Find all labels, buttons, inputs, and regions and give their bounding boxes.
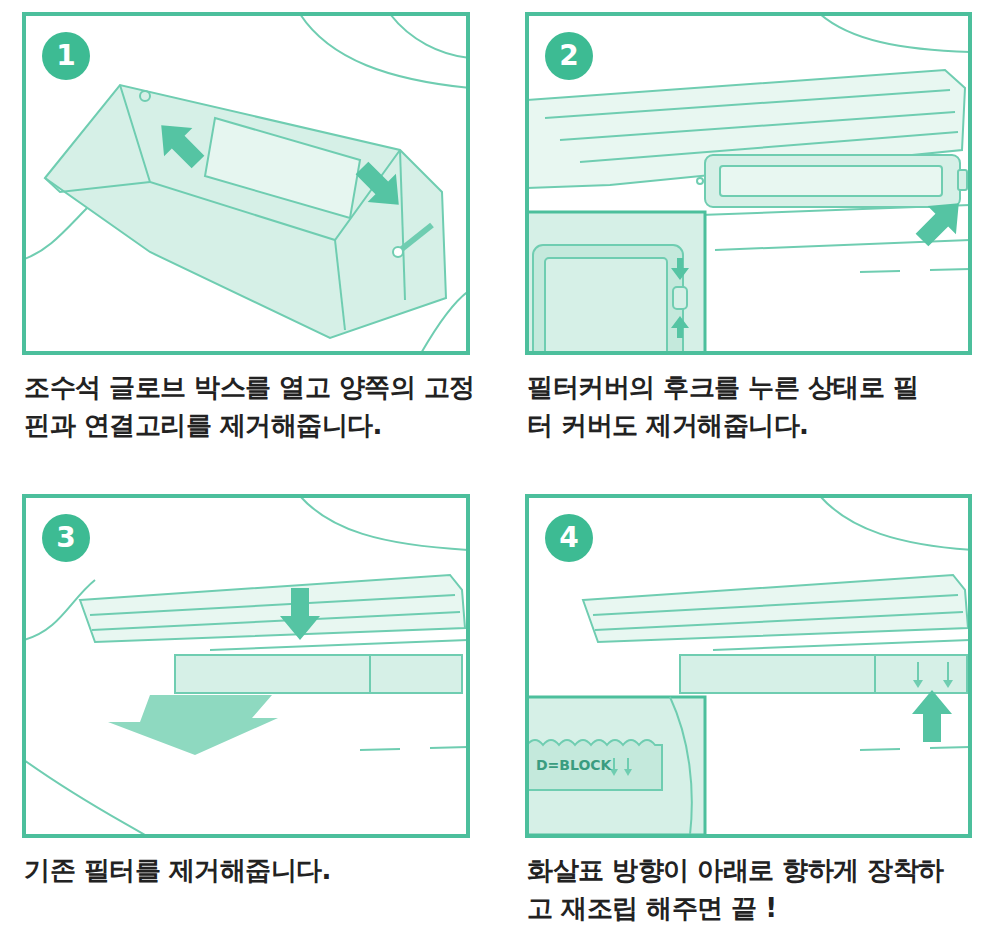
step-panel: 조수석 글로브 박스를 열고 양쪽의 고정핀과 연결고리를 제거해줍니다.1 <box>22 12 470 355</box>
step-number: 2 <box>545 32 593 80</box>
step-number: 4 <box>545 514 593 562</box>
step-number: 1 <box>42 32 90 80</box>
step-caption: 화살표 방향이 아래로 향하게 장착하고 재조립 해주면 끝 ! <box>527 852 947 927</box>
filter-remove-art <box>24 496 468 836</box>
cover-art <box>527 14 970 353</box>
glovebox-art <box>24 14 468 353</box>
step-panel: 기존 필터를 제거해줍니다.3 <box>22 494 470 838</box>
filter-marking: D=BLOCK <box>536 758 611 772</box>
step-number: 3 <box>42 514 90 562</box>
callout-number: 3 <box>56 524 75 552</box>
step-caption: 조수석 글로브 박스를 열고 양쪽의 고정핀과 연결고리를 제거해줍니다. <box>24 369 494 444</box>
callout-number: 1 <box>56 42 75 70</box>
step-panel: 화살표 방향이 아래로 향하게 장착하고 재조립 해주면 끝 !4 <box>525 494 972 838</box>
filter-install-art <box>527 496 970 835</box>
callout-number: 4 <box>559 524 578 552</box>
step-caption: 필터커버의 후크를 누른 상태로 필터 커버도 제거해줍니다. <box>527 369 927 444</box>
callout-number: 2 <box>559 42 578 70</box>
step-caption: 기존 필터를 제거해줍니다. <box>24 852 484 890</box>
step-panel: 필터커버의 후크를 누른 상태로 필터 커버도 제거해줍니다.2 <box>525 12 972 355</box>
